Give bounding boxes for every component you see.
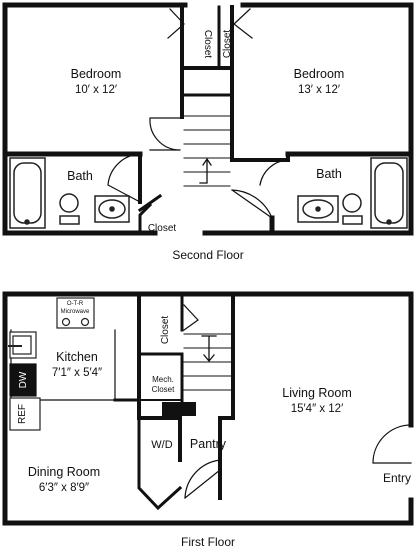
window-left-bedroom (2, 79, 8, 116)
refrigerator (9, 397, 41, 431)
wd-closet-wall (137, 416, 183, 511)
mech-closet-label-line1: Mech. (152, 375, 174, 384)
fridge-label: REF (17, 404, 28, 424)
first-floor-fixtures (8, 297, 95, 431)
bath-left-door-swing (107, 153, 141, 203)
microwave-label-line2: Microwave (61, 309, 90, 315)
bedroom-right-dims: 13′ x 12′ (298, 84, 340, 96)
hall-door-upper (149, 117, 181, 151)
first-floor-plan (2, 291, 414, 526)
second-floor-labels: Bedroom 10′ x 12′ Bedroom 13′ x 12′ Clos… (67, 30, 344, 262)
closet-door-left (167, 8, 185, 39)
toilet-left (59, 193, 80, 225)
stair-inner-wall (137, 294, 184, 404)
mech-closet-label-line2: Closet (152, 385, 175, 394)
pantry-label: Pantry (190, 437, 227, 451)
window-dining (2, 439, 8, 479)
toilet-right (342, 193, 363, 225)
kitchen-sink (8, 331, 37, 359)
window-right-bedroom (408, 79, 414, 116)
dining-room-dims: 6′3″ x 8′9″ (39, 482, 89, 494)
living-room-name: Living Room (282, 386, 351, 400)
vanity-right (297, 195, 339, 223)
dishwasher (9, 363, 37, 397)
entry-door (372, 424, 412, 464)
bathtub-right (370, 157, 408, 229)
second-floor-stair-arrow (199, 157, 212, 184)
stair-wall-left-first (137, 294, 182, 462)
dining-room-name: Dining Room (28, 465, 100, 479)
pantry-door (184, 459, 221, 499)
closet-bottom-label: Closet (148, 223, 177, 234)
closet-door-right (233, 8, 253, 39)
closet-top-left-label: Closet (202, 30, 213, 59)
bath-right-label: Bath (316, 167, 342, 181)
living-room-dims: 15′4″ x 12′ (291, 403, 344, 415)
bedroom-right-name: Bedroom (294, 67, 345, 81)
mech-closet-block (162, 402, 196, 416)
bottom-closet-wall (137, 193, 163, 235)
first-floor-stair-arrow (201, 335, 217, 363)
bath-left-label: Bath (67, 169, 93, 183)
first-floor-closet-door (183, 304, 199, 331)
second-floor-fixtures (9, 157, 408, 229)
dishwasher-label: DW (18, 371, 29, 388)
bath-right-door-swing (231, 189, 273, 219)
stair-wall-right-first (218, 294, 235, 420)
bath-right-door-swing-2 (259, 159, 289, 186)
first-floor-label: First Floor (181, 535, 235, 549)
window-living (408, 369, 414, 401)
vanity-left (94, 195, 130, 223)
microwave-label-line1: O-T-R (67, 301, 84, 307)
bath-right-side-wall (230, 131, 290, 162)
first-floor-stair-treads (183, 333, 232, 391)
second-floor-exterior-wall (2, 2, 414, 236)
kitchen-name: Kitchen (56, 350, 98, 364)
entry-label: Entry (383, 471, 411, 485)
kitchen-dims: 7′1″ x 5′4″ (52, 367, 102, 379)
microwave-range (56, 297, 95, 329)
second-floor-label: Second Floor (172, 248, 243, 262)
bathtub-left (9, 157, 46, 229)
bedroom-left-dims: 10′ x 12′ (75, 84, 117, 96)
first-floor-labels: O-T-R Microwave Kitchen 7′1″ x 5′4″ DW R… (17, 301, 411, 549)
closet-top-right-label: Closet (222, 30, 233, 59)
bedroom-left-name: Bedroom (71, 67, 122, 81)
second-floor-plan (2, 2, 414, 236)
washer-dryer-label: W/D (151, 439, 172, 451)
first-floor-closet-label: Closet (160, 316, 171, 345)
